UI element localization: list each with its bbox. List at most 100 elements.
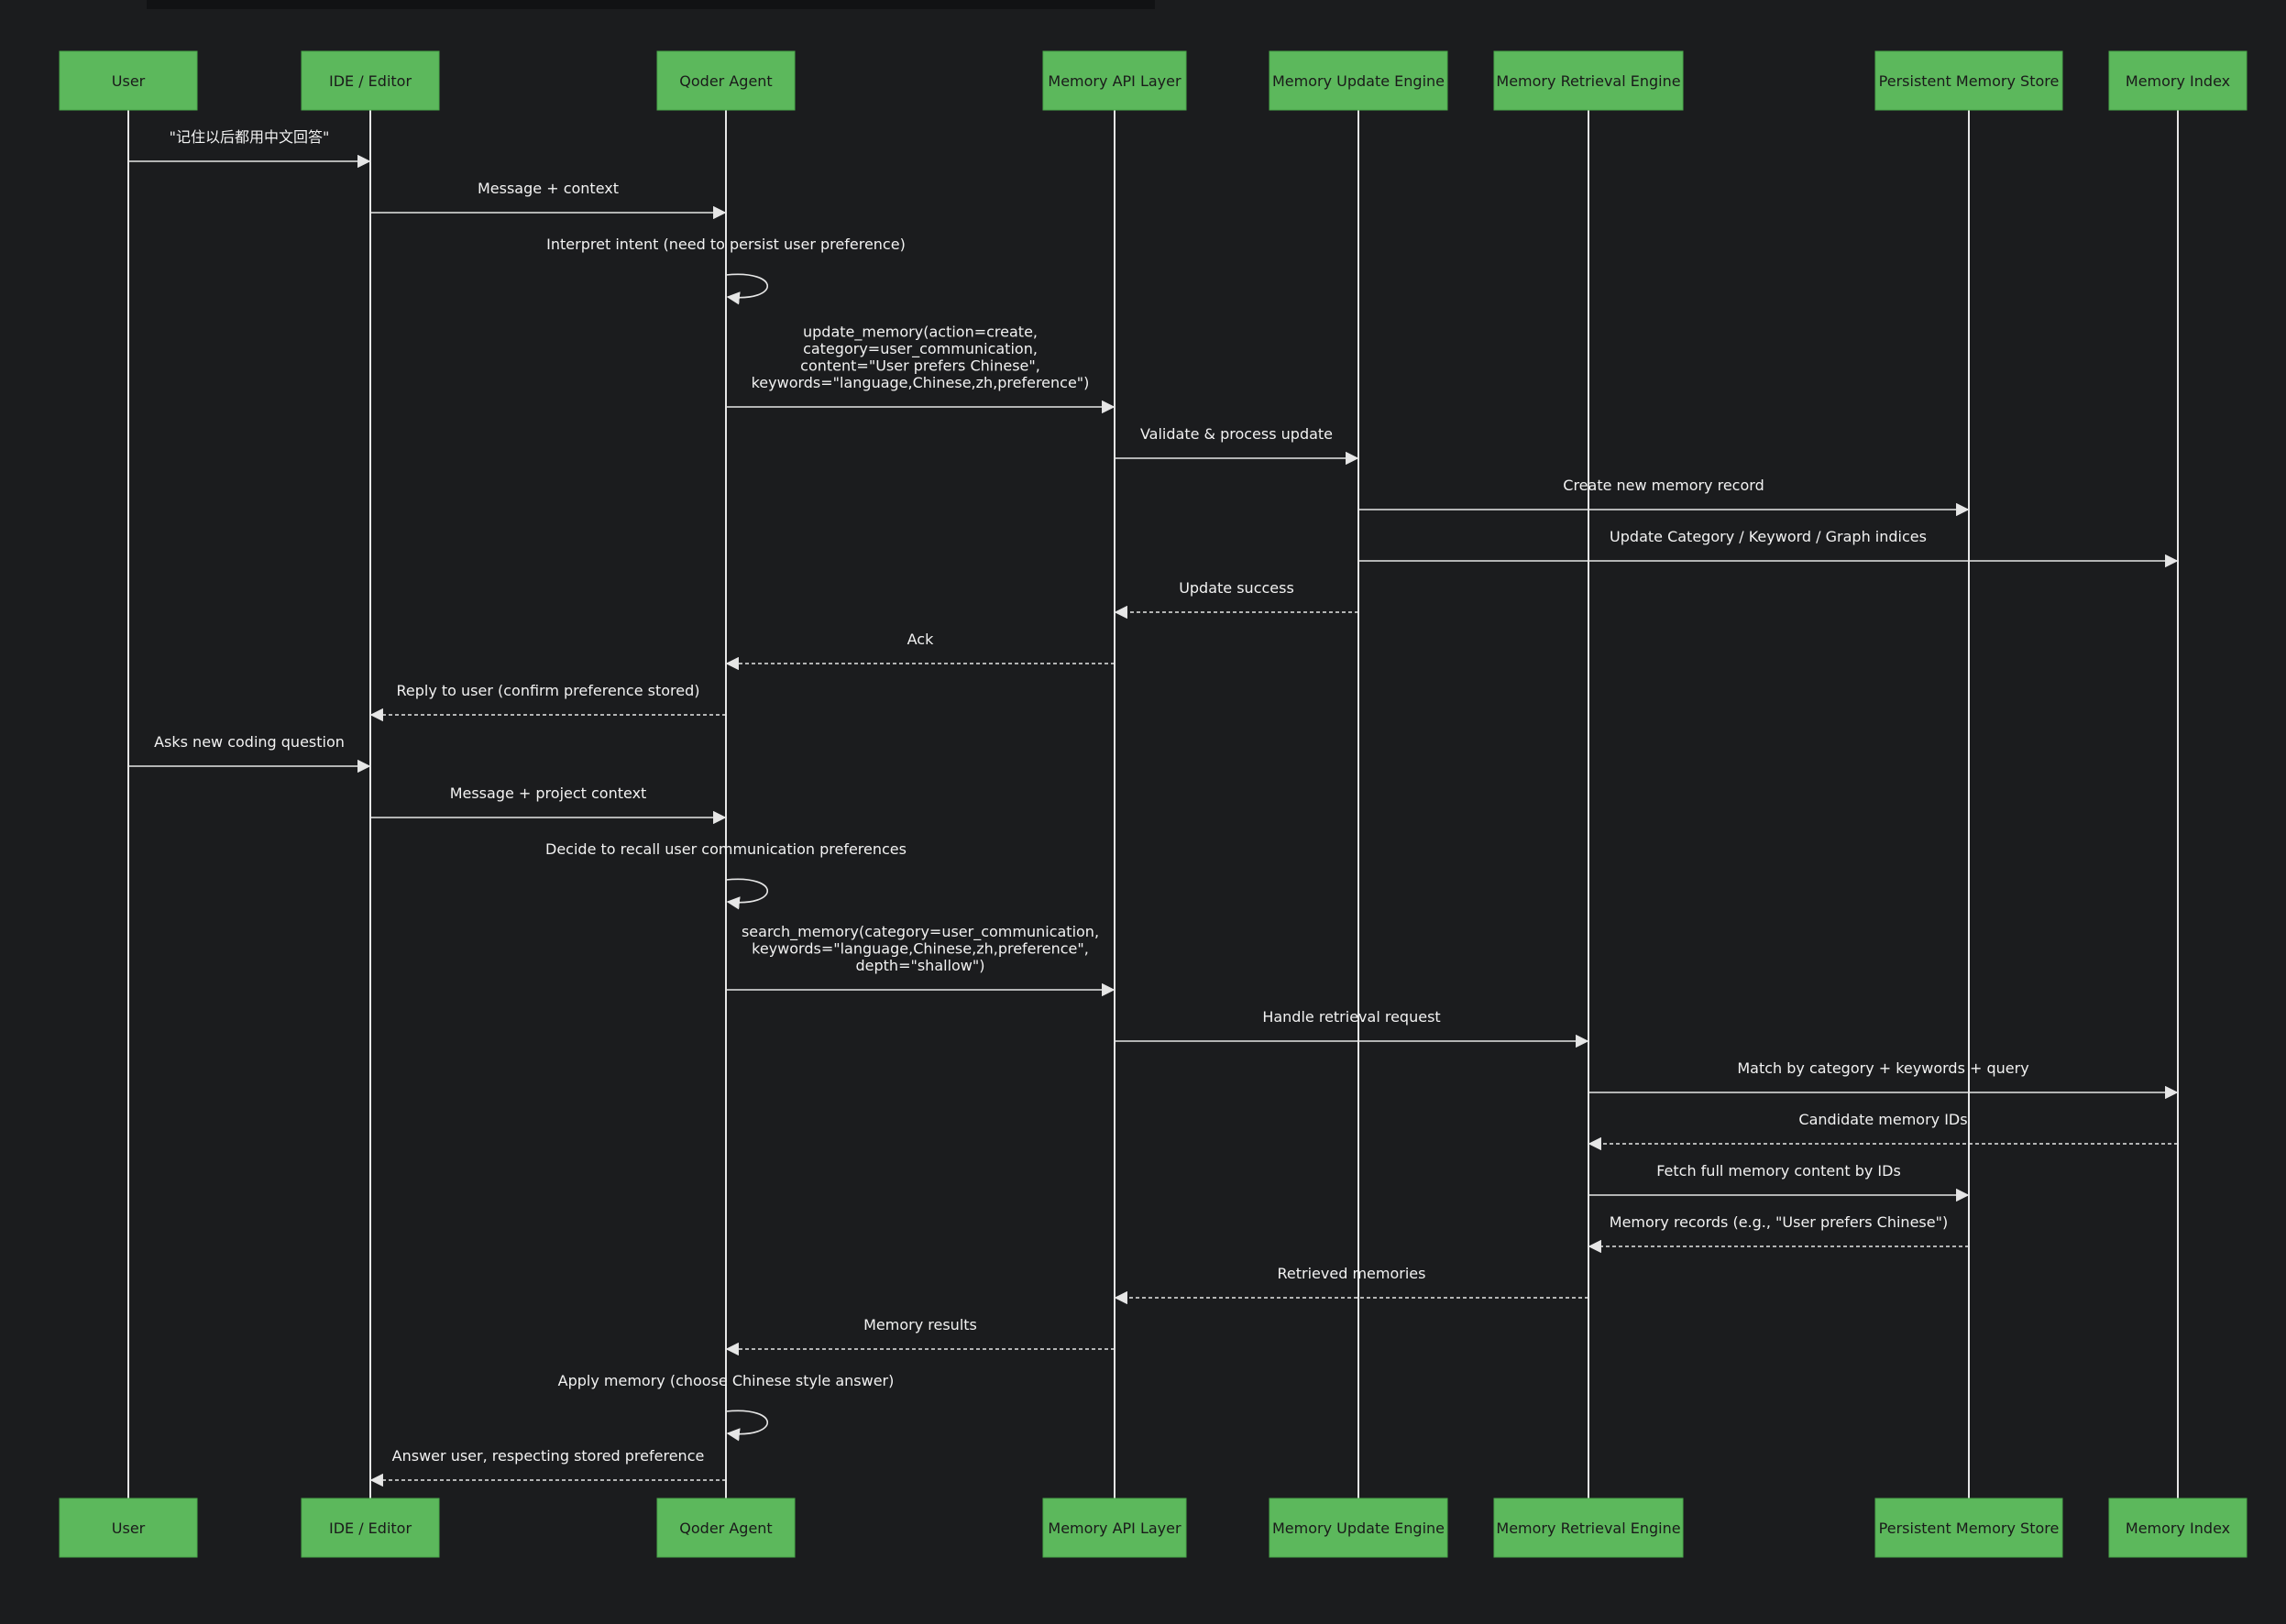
actor-ide-bottom[interactable]: IDE / Editor (301, 1498, 440, 1558)
message-19: Memory records (e.g., "User prefers Chin… (1588, 1213, 1969, 1254)
message-label: Fetch full memory content by IDs (1656, 1162, 1901, 1180)
message-label: Ack (907, 631, 934, 648)
actor-label: IDE / Editor (329, 1520, 412, 1537)
self-call-arrow (725, 878, 768, 910)
message-6: Create new memory record (1358, 477, 1970, 517)
message-1: "记住以后都用中文回答" (128, 128, 371, 169)
message-label: Decide to recall user communication pref… (545, 840, 907, 858)
actor-label: Persistent Memory Store (1879, 1520, 2060, 1537)
actor-user-bottom[interactable]: User (59, 1498, 198, 1558)
message-label: Message + project context (450, 785, 647, 802)
actor-label: Qoder Agent (679, 72, 772, 90)
actor-agent-bottom[interactable]: Qoder Agent (656, 1498, 796, 1558)
actor-retrieval-bottom[interactable]: Memory Retrieval Engine (1493, 1498, 1684, 1558)
actor-box (1493, 1498, 1684, 1558)
actor-retrieval-top[interactable]: Memory Retrieval Engine (1493, 50, 1684, 111)
actor-box (301, 50, 440, 111)
actor-box (656, 1498, 796, 1558)
actor-row-bottom: User IDE / Editor Qoder Agent Memory API La… (59, 1498, 2248, 1558)
actor-label: Memory Retrieval Engine (1496, 1520, 1680, 1537)
actor-box (59, 50, 198, 111)
message-label: search_memory(category=user_communicatio… (742, 923, 1099, 941)
actor-label: Memory API Layer (1048, 72, 1181, 90)
message-label: Reply to user (confirm preference stored… (396, 682, 699, 699)
message-9: Ack (725, 631, 1115, 671)
actor-label: Memory Update Engine (1272, 72, 1445, 90)
self-call-arrow (725, 1410, 768, 1442)
message-label: Answer user, respecting stored preferenc… (392, 1447, 705, 1465)
message-14: search_memory(category=user_communicatio… (726, 923, 1116, 997)
message-label: Candidate memory IDs (1798, 1111, 1967, 1128)
actor-index-top[interactable]: Memory Index (2108, 50, 2248, 111)
actor-box (1874, 50, 2063, 111)
message-label: Update success (1179, 579, 1294, 597)
message-15: Handle retrieval request (1115, 1008, 1589, 1048)
actor-row-top: User IDE / Editor Qoder Agent Memory API La… (59, 50, 2248, 111)
actor-update-top[interactable]: Memory Update Engine (1269, 50, 1448, 111)
actor-label: Memory Index (2126, 72, 2230, 90)
message-label: Update Category / Keyword / Graph indice… (1610, 528, 1927, 545)
actor-user-top[interactable]: User (59, 50, 198, 111)
actor-box (1042, 1498, 1187, 1558)
actor-api-top[interactable]: Memory API Layer (1042, 50, 1187, 111)
actor-store-top[interactable]: Persistent Memory Store (1874, 50, 2063, 111)
message-label: keywords="language,Chinese,zh,preference… (752, 940, 1089, 958)
message-7: Update Category / Keyword / Graph indice… (1358, 528, 2179, 568)
actor-label: Qoder Agent (679, 1520, 772, 1537)
message-label: Validate & process update (1140, 425, 1333, 443)
message-5: Validate & process update (1115, 425, 1359, 466)
message-11: Asks new coding question (128, 733, 371, 774)
message-label: content="User prefers Chinese", (800, 357, 1040, 375)
message-17: Candidate memory IDs (1588, 1111, 2178, 1151)
message-label: keywords="language,Chinese,zh,preference… (752, 374, 1090, 391)
actor-agent-top[interactable]: Qoder Agent (656, 50, 796, 111)
actor-api-bottom[interactable]: Memory API Layer (1042, 1498, 1187, 1558)
actor-box (1493, 50, 1684, 111)
message-label: Memory results (863, 1316, 977, 1333)
actor-box (2108, 1498, 2248, 1558)
self-call-arrow (725, 273, 768, 305)
actor-label: User (112, 1520, 146, 1537)
actor-index-bottom[interactable]: Memory Index (2108, 1498, 2248, 1558)
message-label: Handle retrieval request (1262, 1008, 1440, 1026)
actor-label: Memory Retrieval Engine (1496, 72, 1680, 90)
message-label: Create new memory record (1563, 477, 1764, 494)
actor-box (301, 1498, 440, 1558)
message-12: Message + project context (370, 785, 727, 825)
message-13: Decide to recall user communication pref… (545, 840, 907, 910)
message-label: Interpret intent (need to persist user p… (546, 236, 906, 253)
message-label: Retrieved memories (1278, 1265, 1426, 1282)
message-label: Match by category + keywords + query (1737, 1059, 2028, 1077)
actor-label: Memory API Layer (1048, 1520, 1181, 1537)
message-label: update_memory(action=create, (803, 324, 1038, 342)
actor-box (656, 50, 796, 111)
actor-box (1269, 50, 1448, 111)
message-label: "记住以后都用中文回答" (170, 128, 330, 146)
actor-label: Memory Index (2126, 1520, 2230, 1537)
message-2: Message + context (370, 180, 727, 220)
message-8: Update success (1114, 579, 1358, 620)
actor-box (2108, 50, 2248, 111)
actor-ide-top[interactable]: IDE / Editor (301, 50, 440, 111)
actor-update-bottom[interactable]: Memory Update Engine (1269, 1498, 1448, 1558)
actor-label: User (112, 72, 146, 90)
message-18: Fetch full memory content by IDs (1588, 1162, 1970, 1202)
message-16: Match by category + keywords + query (1588, 1059, 2179, 1100)
message-3: Interpret intent (need to persist user p… (546, 236, 906, 305)
actor-store-bottom[interactable]: Persistent Memory Store (1874, 1498, 2063, 1558)
message-label: Message + context (478, 180, 619, 197)
message-23: Answer user, respecting stored preferenc… (369, 1447, 726, 1487)
message-20: Retrieved memories (1114, 1265, 1588, 1305)
actor-label: Memory Update Engine (1272, 1520, 1445, 1537)
message-label: Memory records (e.g., "User prefers Chin… (1610, 1213, 1948, 1231)
message-4: update_memory(action=create,category=use… (726, 324, 1116, 414)
actor-box (1874, 1498, 2063, 1558)
actor-box (1269, 1498, 1448, 1558)
message-label: Asks new coding question (154, 733, 345, 751)
message-label: depth="shallow") (856, 957, 985, 974)
actor-box (1042, 50, 1187, 111)
message-21: Memory results (725, 1316, 1115, 1356)
message-10: Reply to user (confirm preference stored… (369, 682, 726, 722)
